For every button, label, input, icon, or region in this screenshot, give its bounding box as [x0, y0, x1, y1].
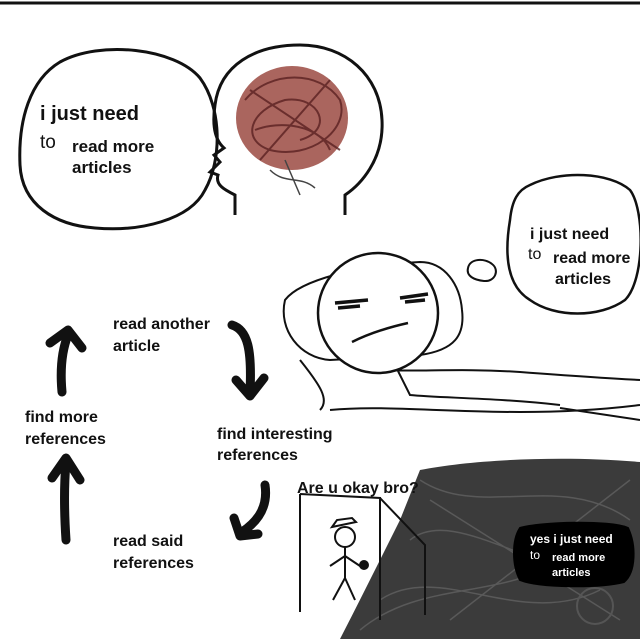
reply-line1: yes i just need [530, 532, 613, 546]
reply-to: to [530, 548, 541, 562]
bed-bubble-line3: articles [555, 271, 612, 288]
face-eyes [334, 292, 429, 310]
brain-bubble-line1: i just need [40, 103, 139, 125]
bed-bubble-line2: read more [553, 250, 631, 267]
face-mouth [351, 321, 409, 344]
door-question: Are u okay bro? [297, 480, 419, 497]
cycle-step4-line1: find more [25, 409, 98, 426]
arrow-curve-bottom [229, 480, 271, 541]
cycle-step1-line2: article [113, 338, 161, 355]
reply-bubble [513, 521, 635, 588]
arrow-curve-down [227, 320, 269, 401]
thought-bubble-bed [506, 173, 640, 315]
cycle-step4-line2: references [25, 431, 106, 448]
reply-line2: read more [552, 552, 606, 564]
cycle-step2-line1: find interesting [217, 426, 333, 443]
brain-bubble-to: to [40, 132, 56, 153]
head-profile [207, 43, 384, 215]
reply-line3: articles [552, 567, 591, 579]
brain-bubble-line3: articles [72, 158, 132, 177]
arrow-up-top [45, 325, 87, 397]
cycle-step1-line1: read another [113, 316, 210, 333]
cycle-step3-line2: references [113, 555, 194, 572]
cycle-step2-line2: references [217, 447, 298, 464]
brain-bubble-line2: read more [72, 137, 155, 156]
cycle-step3-line1: read said [113, 533, 184, 550]
bed-bubble-line1: i just need [530, 226, 610, 243]
stick-figure [329, 516, 369, 601]
brain-scribble [236, 66, 348, 196]
door-frame [299, 493, 426, 620]
sleepy-face [316, 251, 440, 375]
bed-bubble-to: to [528, 246, 542, 263]
bed-lines [299, 359, 640, 421]
arrow-up-bottom [47, 453, 85, 545]
thought-bubble-dot [466, 258, 497, 283]
speech-bubble-brain [18, 47, 219, 231]
